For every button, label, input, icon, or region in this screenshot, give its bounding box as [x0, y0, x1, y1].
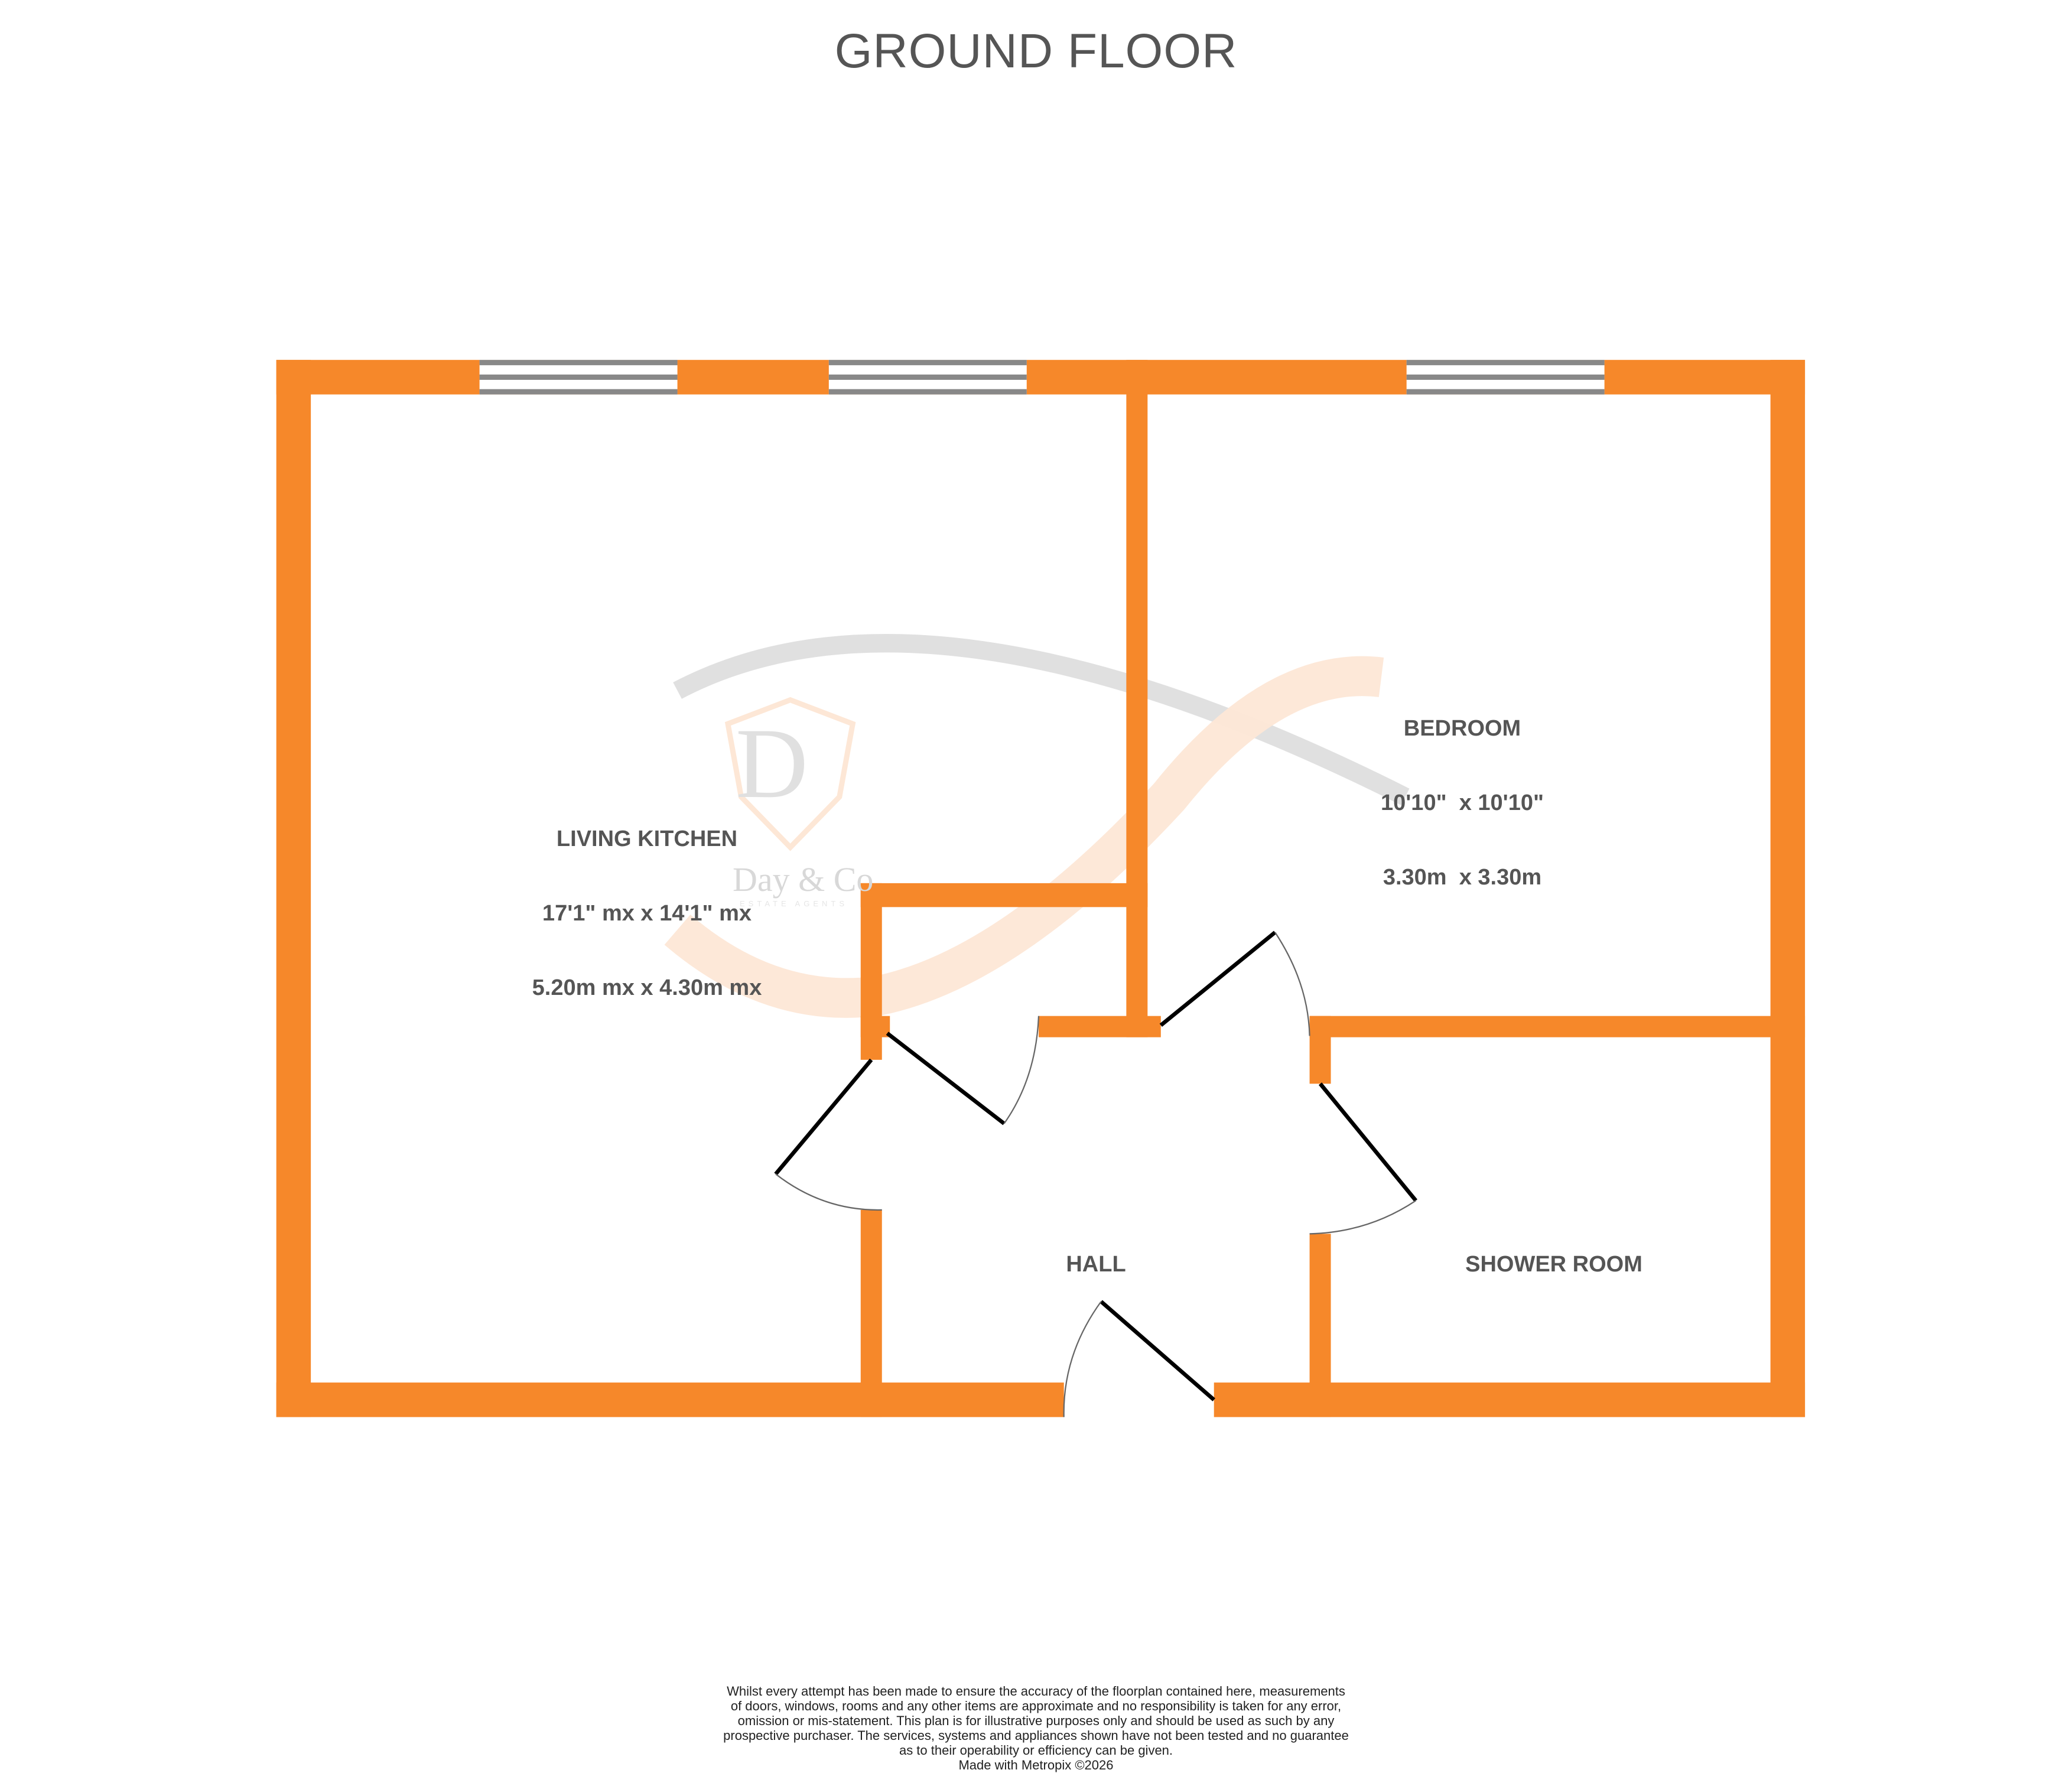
- disclaimer-line: omission or mis-statement. This plan is …: [737, 1713, 1335, 1728]
- disclaimer-line: prospective purchaser. The services, sys…: [723, 1728, 1349, 1743]
- watermark-tagline: ESTATE AGENTS: [740, 899, 848, 908]
- door-icon: [886, 1016, 1040, 1125]
- watermark-shield-icon: [724, 697, 856, 851]
- door-icon: [1063, 1300, 1215, 1417]
- room-hall: HALL: [1066, 1202, 1126, 1302]
- window-icon: [1406, 360, 1605, 395]
- room-dim-metric: 3.30m x 3.30m: [1383, 865, 1542, 890]
- disclaimer-line: of doors, windows, rooms and any other i…: [730, 1699, 1342, 1713]
- disclaimer-line: as to their operability or efficiency ca…: [899, 1743, 1173, 1758]
- room-name: HALL: [1066, 1252, 1126, 1277]
- disclaimer-line: Whilst every attempt has been made to en…: [727, 1684, 1345, 1699]
- room-bedroom: BEDROOM 10'10" x 10'10" 3.30m x 3.30m: [1381, 666, 1544, 915]
- room-shower-room: SHOWER ROOM: [1465, 1202, 1642, 1302]
- watermark-swoosh: [664, 633, 1410, 1018]
- floor-title: GROUND FLOOR: [834, 24, 1238, 78]
- room-living-kitchen: LIVING KITCHEN 17'1" mx x 14'1" mx 5.20m…: [532, 777, 762, 1025]
- watermark-letter: D: [736, 708, 808, 819]
- room-name: SHOWER ROOM: [1465, 1252, 1642, 1277]
- room-dim-metric: 5.20m mx x 4.30m mx: [532, 975, 762, 1000]
- disclaimer: Whilst every attempt has been made to en…: [0, 1684, 2072, 1772]
- room-dim-imperial: 10'10" x 10'10": [1381, 790, 1544, 815]
- watermark-brand: Day & Co: [733, 860, 874, 899]
- credit: Made with Metropix ©2026: [958, 1758, 1114, 1772]
- room-name: LIVING KITCHEN: [556, 827, 738, 851]
- window-icon: [828, 360, 1027, 395]
- door-icon: [1309, 1082, 1418, 1235]
- room-name: BEDROOM: [1403, 716, 1521, 741]
- door-icon: [1159, 931, 1310, 1036]
- door-icon: [774, 1058, 882, 1211]
- window-icon: [479, 360, 678, 395]
- room-dim-imperial: 17'1" mx x 14'1" mx: [542, 901, 752, 926]
- walls: [276, 360, 1806, 1417]
- doors: [774, 931, 1418, 1417]
- windows: [479, 360, 1605, 395]
